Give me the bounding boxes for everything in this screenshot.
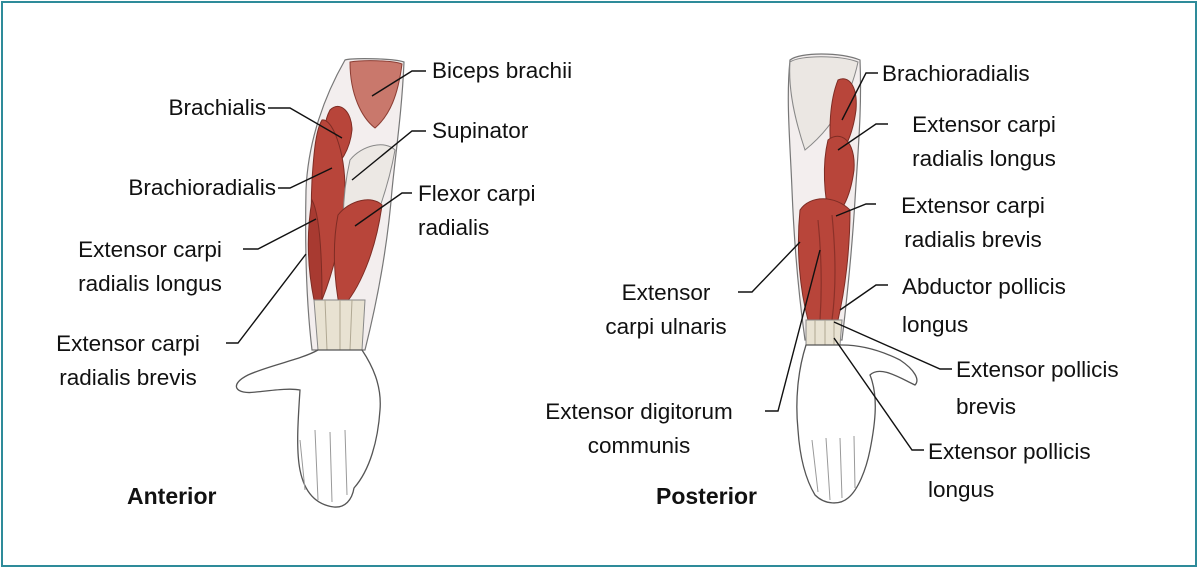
- label-flexor-carpi-radialis-line1: Flexor carpi: [418, 180, 536, 207]
- label-extensor-pollicis-longus-line2: longus: [928, 476, 994, 503]
- label-abductor-pollicis-longus-line1: Abductor pollicis: [902, 273, 1066, 300]
- label-ecr-brevis-anterior-line2: radialis brevis: [28, 364, 228, 391]
- label-ecr-longus-anterior-line1: Extensor carpi: [56, 236, 244, 263]
- label-ecr-brevis-posterior-line2: radialis brevis: [878, 226, 1068, 253]
- view-title-posterior: Posterior: [656, 483, 757, 510]
- label-brachioradialis-posterior: Brachioradialis: [882, 60, 1030, 87]
- label-supinator: Supinator: [432, 117, 528, 144]
- label-brachioradialis-anterior: Brachioradialis: [60, 174, 276, 201]
- label-extensor-digitorum-communis-line2: communis: [516, 432, 762, 459]
- label-brachialis: Brachialis: [130, 94, 266, 121]
- label-flexor-carpi-radialis-line2: radialis: [418, 214, 489, 241]
- label-ecr-brevis-posterior-line1: Extensor carpi: [878, 192, 1068, 219]
- label-extensor-pollicis-longus-line1: Extensor pollicis: [928, 438, 1091, 465]
- label-extensor-pollicis-brevis-line1: Extensor pollicis: [956, 356, 1119, 383]
- view-title-anterior: Anterior: [127, 483, 216, 510]
- label-ecr-longus-posterior-line1: Extensor carpi: [888, 111, 1080, 138]
- label-extensor-carpi-ulnaris-line2: carpi ulnaris: [596, 313, 736, 340]
- label-abductor-pollicis-longus-line2: longus: [902, 311, 968, 338]
- label-ecr-longus-anterior-line2: radialis longus: [56, 270, 244, 297]
- label-extensor-carpi-ulnaris-line1: Extensor: [596, 279, 736, 306]
- label-biceps-brachii: Biceps brachii: [432, 57, 572, 84]
- label-ecr-brevis-anterior-line1: Extensor carpi: [28, 330, 228, 357]
- label-ecr-longus-posterior-line2: radialis longus: [888, 145, 1080, 172]
- label-extensor-digitorum-communis-line1: Extensor digitorum: [516, 398, 762, 425]
- label-extensor-pollicis-brevis-line2: brevis: [956, 393, 1016, 420]
